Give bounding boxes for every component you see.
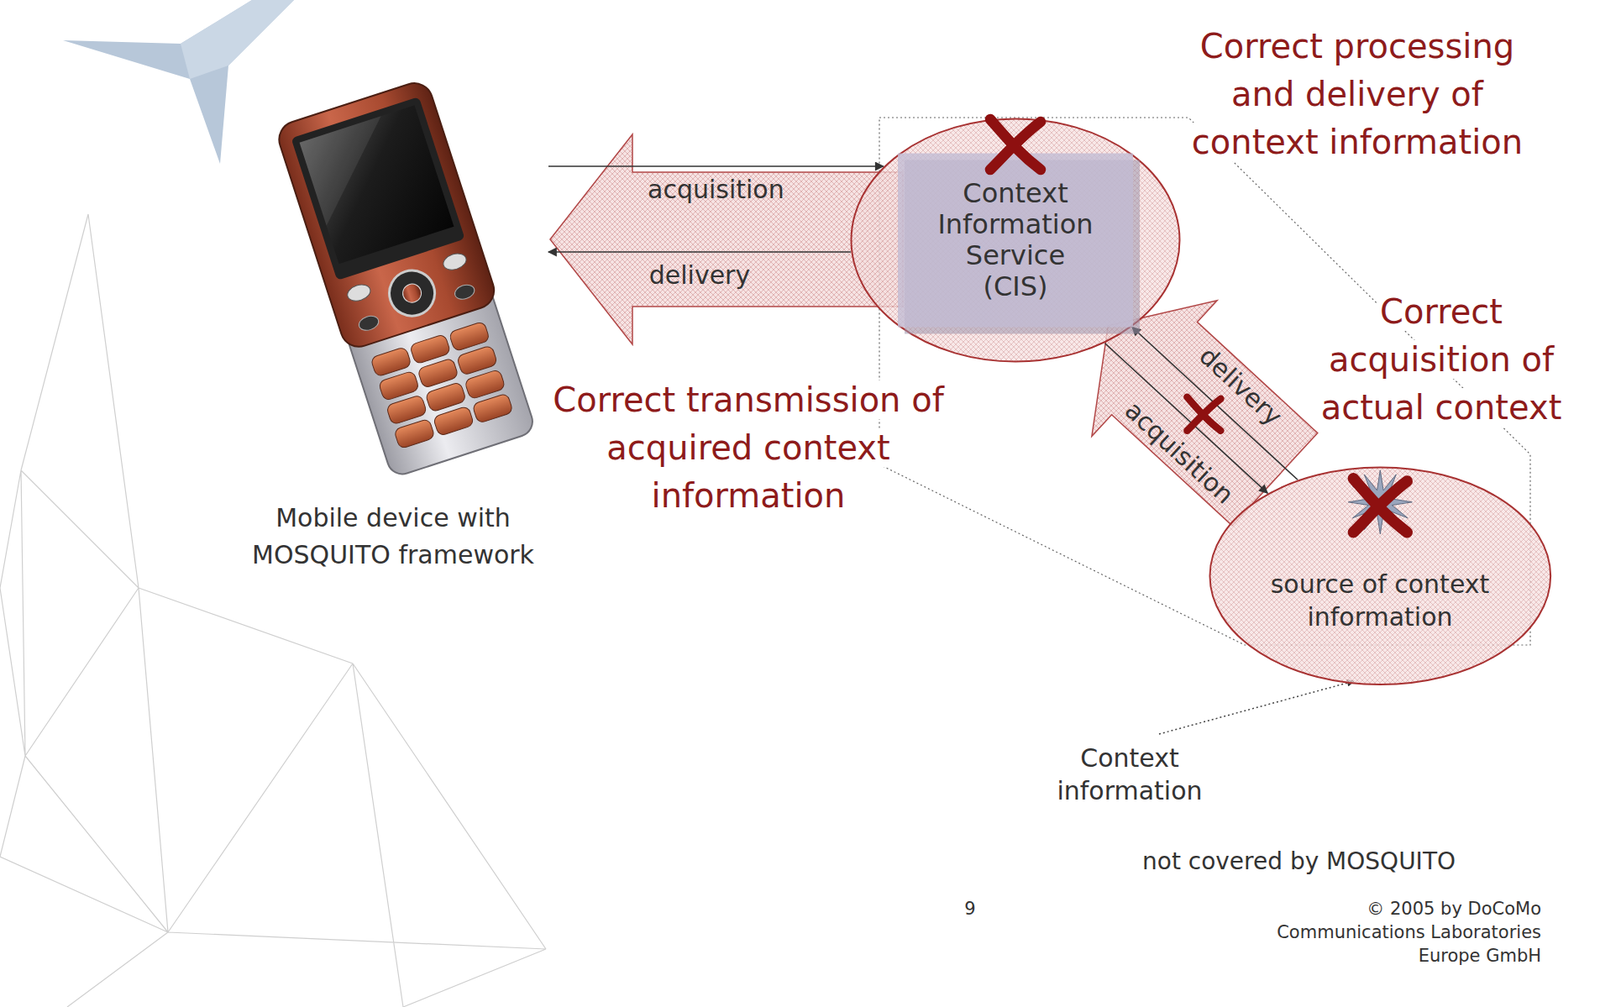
phone-key: [464, 368, 506, 399]
connector: [548, 165, 884, 168]
edge-label: delivery: [649, 260, 751, 290]
phone-screen: [299, 104, 455, 264]
ellipse-outline: [851, 119, 1181, 362]
annotation: Correct transmission of acquired context…: [549, 380, 948, 515]
phone-key: [393, 418, 436, 449]
phone-button: [345, 282, 373, 305]
phone-button: [356, 313, 381, 333]
ellipse-outline: [1209, 467, 1551, 686]
callout-label: Context information: [1056, 743, 1202, 806]
mobile-phone: [274, 78, 541, 479]
edge-label-anchor: delivery: [649, 260, 751, 291]
phone-key: [448, 320, 490, 352]
edge-label-anchor: acquisition: [647, 174, 785, 205]
mobile-device: Mobile device with MOSQUITO framework: [267, 71, 549, 483]
label-anchor: Correct acquisition of actual context: [1302, 288, 1580, 432]
corner-star: [62, 0, 294, 164]
mobile-device-outline: [267, 71, 549, 483]
connector: [548, 251, 851, 253]
page-number: 9: [964, 898, 976, 919]
node-label: Context Information Service (CIS): [931, 178, 1100, 303]
phone-button: [452, 282, 477, 302]
corner-star-facet: [180, 0, 294, 79]
phone-key: [472, 393, 514, 424]
cross-stroke: [1353, 481, 1407, 533]
annotation: Correct acquisition of actual context: [1317, 292, 1566, 427]
annotation: Correct processing and delivery of conte…: [1188, 26, 1527, 162]
phone-navpad: [383, 264, 441, 322]
screen-sheen: [299, 115, 409, 226]
leader-line: [1159, 681, 1354, 735]
label-anchor: Context information: [1033, 741, 1227, 808]
cross-stroke: [1186, 397, 1221, 431]
service-box: [897, 153, 1134, 328]
phone-key: [417, 357, 459, 389]
phone-bezel: [290, 96, 465, 281]
not-covered-mark: [1353, 478, 1407, 533]
source-ellipse: source of context information: [1208, 466, 1553, 687]
phone-key: [386, 394, 428, 425]
phone-key: [370, 346, 412, 378]
phone-key: [377, 370, 420, 401]
copyright: © 2005 by DoCoMo Communications Laborato…: [1276, 898, 1542, 966]
not-covered-mark: [1186, 397, 1221, 431]
phone-key: [456, 345, 498, 376]
wireframe-decoration: [0, 214, 546, 1007]
label-anchor: Correct transmission of acquired context…: [538, 376, 959, 520]
phone-button: [440, 251, 468, 273]
service-ellipse: Context Information Service (CIS): [849, 117, 1181, 363]
label-anchor: © 2005 by DoCoMo Communications Laborato…: [1238, 897, 1542, 968]
cross-stroke: [1186, 398, 1221, 431]
cross-stroke: [990, 121, 1041, 170]
label-anchor: 9: [957, 897, 983, 921]
cross-stroke: [990, 119, 1041, 170]
phone-body: [274, 78, 499, 352]
connector: [1132, 327, 1298, 481]
phone-key: [409, 333, 452, 364]
starburst: [1348, 470, 1412, 535]
edge-label: acquisition: [647, 174, 785, 205]
phone-key: [432, 405, 474, 436]
not-covered-mark: [990, 119, 1041, 170]
node-label: source of context information: [1253, 567, 1506, 634]
phone-navpad-center: [400, 281, 425, 305]
node-label: Mobile device with MOSQUITO framework: [241, 499, 545, 574]
cross-stroke: [1353, 478, 1407, 533]
phone-key: [424, 382, 467, 413]
label-anchor: Correct processing and delivery of conte…: [1172, 22, 1543, 167]
legend-label: not covered by MOSQUITO: [1142, 846, 1456, 877]
